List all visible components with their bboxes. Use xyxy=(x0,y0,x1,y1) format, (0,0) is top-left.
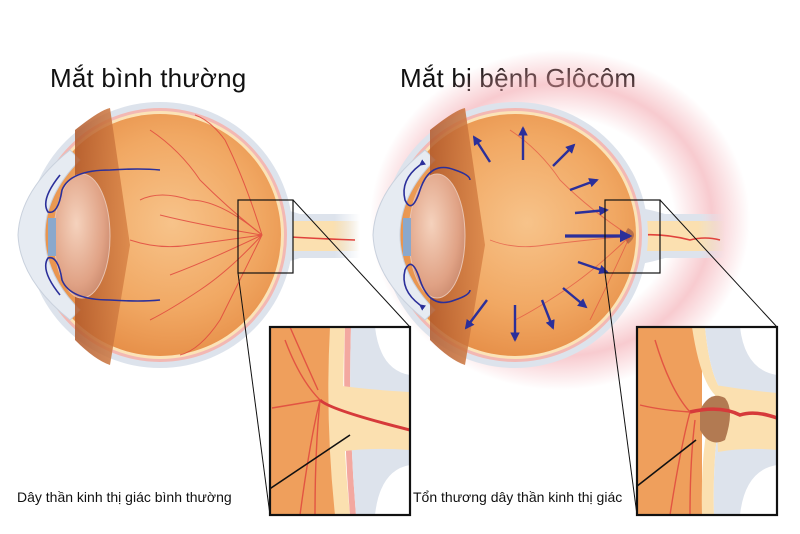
iris xyxy=(48,218,56,256)
leader-line-normal xyxy=(270,434,351,490)
normal-eye xyxy=(17,102,411,516)
arrow-icon xyxy=(552,143,576,167)
caption-normal-nerve: Dây thần kinh thị giác bình thường xyxy=(17,489,232,505)
fluid-flow-upper xyxy=(44,168,161,214)
inset-damaged-nerve xyxy=(637,327,777,515)
arrow-icon xyxy=(562,287,588,309)
arrow-icon xyxy=(569,178,599,192)
fluid-flow-lower xyxy=(44,256,161,302)
cupped-optic-disc xyxy=(700,395,730,443)
caption-damaged-nerve: Tổn thương dây thần kinh thị giác xyxy=(413,489,625,505)
blood-vessels xyxy=(129,114,263,356)
inset-normal-nerve xyxy=(270,327,410,515)
title-normal-eye: Mắt bình thường xyxy=(50,63,247,93)
glaucoma-eye xyxy=(370,50,778,516)
arrow-icon xyxy=(472,135,492,163)
zoom-region-normal xyxy=(237,199,294,274)
arrow-icon xyxy=(577,260,609,275)
cornea xyxy=(17,149,81,321)
leader-line-damaged xyxy=(637,439,697,488)
arrow-icon xyxy=(540,299,555,330)
pressure-arrows xyxy=(464,126,633,342)
arrow-icon xyxy=(574,205,609,216)
zoom-region-glaucoma xyxy=(604,199,661,274)
arrow-icon xyxy=(464,299,488,330)
